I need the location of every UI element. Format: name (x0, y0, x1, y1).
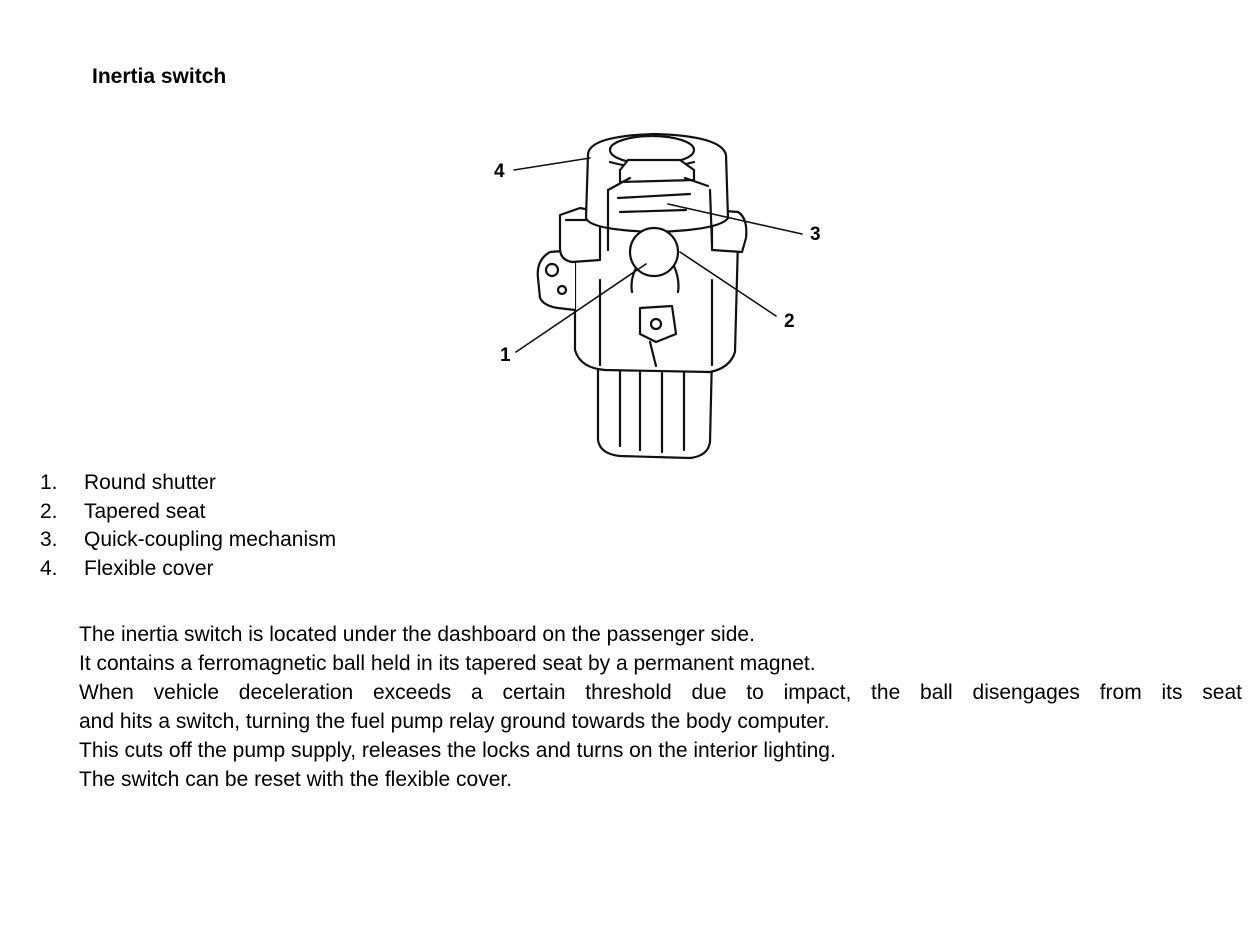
paragraph-line: and hits a switch, turning the fuel pump… (79, 710, 830, 733)
list-item: 4.Flexible cover (40, 556, 214, 580)
description-paragraph: The inertia switch is located under the … (79, 620, 1242, 794)
callout-3: 3 (810, 224, 821, 245)
paragraph-line: The inertia switch is located under the … (79, 623, 755, 646)
list-item: 3.Quick-coupling mechanism (40, 528, 337, 551)
paragraph-line: This cuts off the pump supply, releases … (79, 739, 836, 762)
list-item: 2.Tapered seat (40, 499, 206, 523)
callout-1: 1 (500, 345, 511, 366)
inertia-switch-illustration: 4 3 2 1 (480, 120, 850, 465)
legend-list: 1.Round shutter 2.Tapered seat 3.Quick-c… (40, 469, 336, 583)
inertia-switch-drawing: 4 3 2 1 (494, 132, 821, 460)
paragraph-line: The switch can be reset with the flexibl… (79, 768, 513, 791)
paragraph-line: It contains a ferromagnetic ball held in… (79, 652, 816, 675)
callout-2: 2 (784, 311, 795, 332)
paragraph-line: When vehicle deceleration exceeds a cert… (79, 681, 1242, 704)
callout-4: 4 (494, 161, 505, 182)
list-item: 1.Round shutter (40, 471, 216, 494)
page-title: Inertia switch (92, 65, 227, 88)
